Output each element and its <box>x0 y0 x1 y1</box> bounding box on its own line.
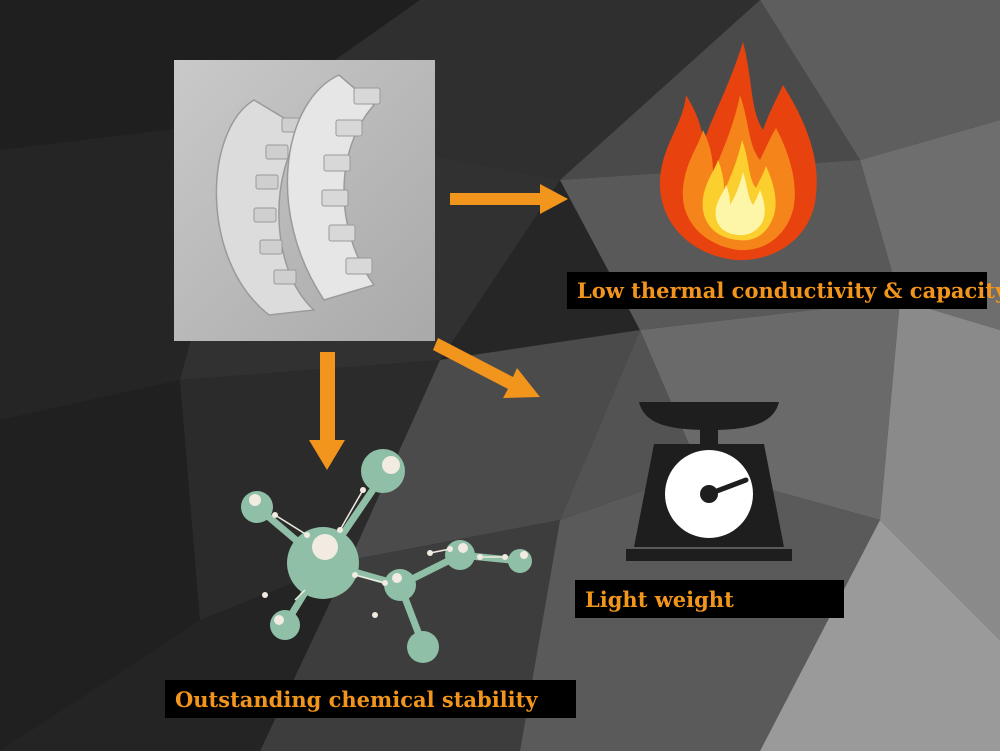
arrow-icon <box>309 184 568 470</box>
molecule-icon <box>241 449 532 663</box>
ceramic-part-photo <box>174 60 435 341</box>
flame-icon <box>659 42 817 261</box>
label-chemical-stability: Outstanding chemical stability <box>165 680 576 718</box>
label-light-weight: Light weight <box>575 580 844 618</box>
label-thermal: Low thermal conductivity & capacity <box>567 272 1000 309</box>
scale-icon <box>626 402 792 561</box>
